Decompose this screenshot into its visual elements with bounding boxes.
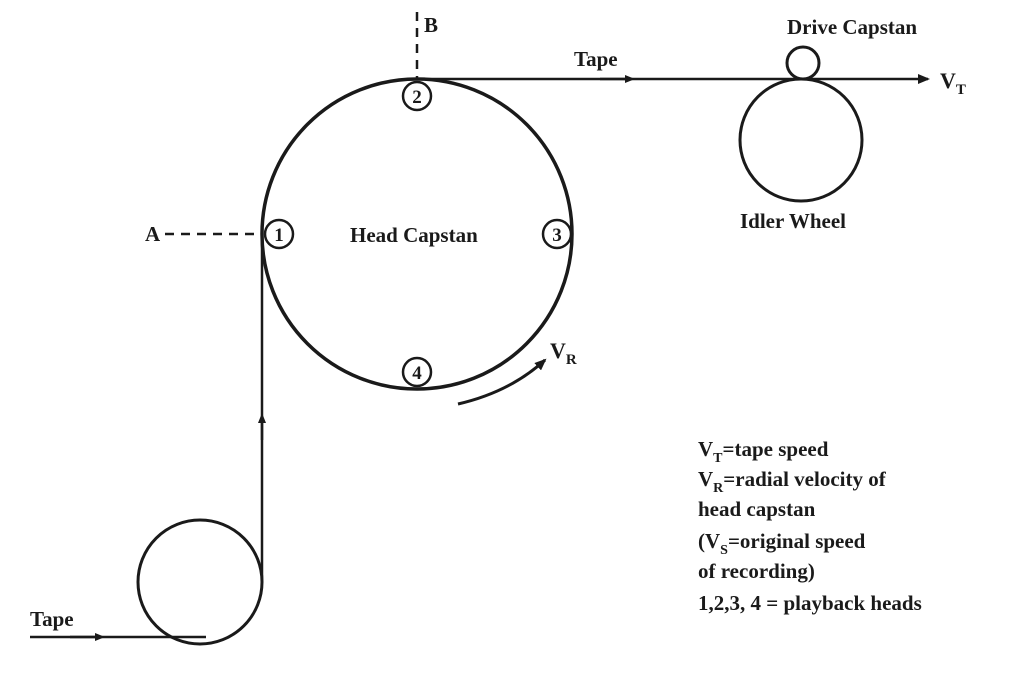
supply-reel (136, 518, 264, 646)
label-vr: VR (550, 338, 577, 368)
label-drive-capstan: Drive Capstan (787, 15, 917, 39)
head-4-label: 4 (412, 363, 422, 384)
head-2-label: 2 (412, 87, 422, 108)
idler-wheel (738, 77, 864, 203)
head-1-label: 1 (274, 225, 284, 246)
rotation-arrow (457, 358, 547, 406)
label-tape-bottom: Tape (30, 607, 74, 631)
label-point-b: B (424, 13, 438, 37)
head-3-label: 3 (552, 225, 562, 246)
legend: VT=tape speed VR=radial velocity of head… (698, 437, 922, 615)
label-vt: VT (940, 68, 966, 98)
playback-head-2: 2 (401, 80, 433, 112)
playback-head-1: 1 (263, 218, 295, 250)
playback-head-4: 4 (401, 356, 433, 388)
legend-line-1: VT=tape speed (698, 437, 829, 466)
playback-head-3: 3 (541, 218, 573, 250)
label-head-capstan: Head Capstan (350, 223, 478, 247)
legend-line-2: VR=radial velocity of (698, 467, 887, 496)
label-idler-wheel: Idler Wheel (740, 209, 846, 233)
legend-line-4: (VS=original speed (698, 529, 866, 558)
label-tape-top: Tape (574, 47, 618, 71)
legend-line-3: head capstan (698, 497, 816, 521)
legend-line-5: of recording) (698, 559, 815, 583)
label-point-a: A (145, 222, 161, 246)
legend-line-6: 1,2,3, 4 = playback heads (698, 591, 922, 615)
drive-capstan (785, 45, 821, 81)
